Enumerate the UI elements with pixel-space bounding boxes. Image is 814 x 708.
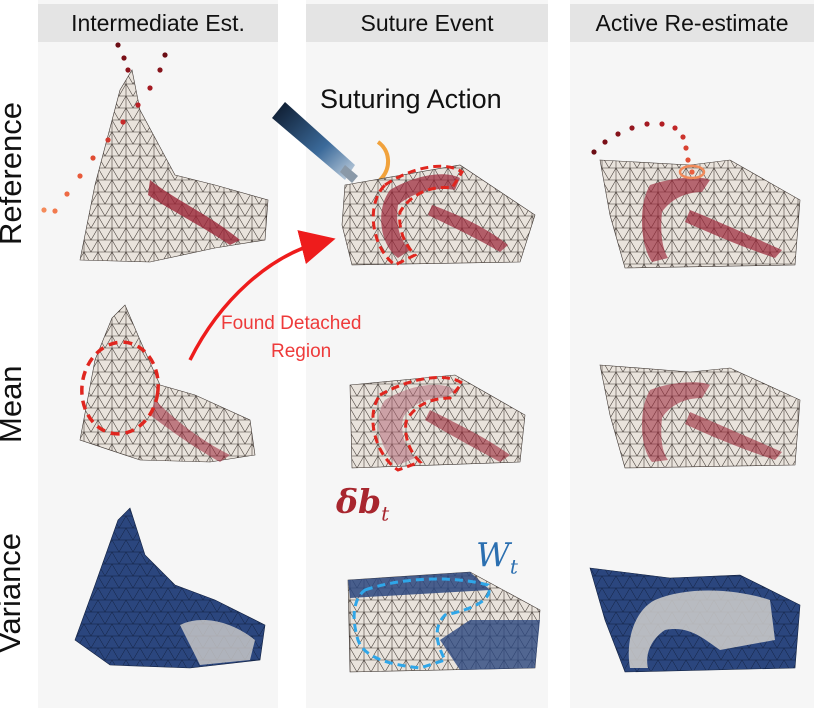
- w-text: W: [476, 535, 510, 574]
- trajectory-dots-reference: [41, 42, 168, 214]
- region-label: Region: [271, 341, 332, 362]
- column-header-intermediate: Intermediate Est.: [38, 4, 278, 42]
- delta-b-subscript: t: [381, 501, 390, 526]
- detached-region-arrow: [188, 230, 336, 361]
- mesh-reestimate-variance: [589, 567, 801, 673]
- delta-b-label: δbt: [336, 482, 389, 526]
- suturing-action-label: Suturing Action: [320, 84, 502, 114]
- w-subscript: t: [509, 554, 518, 579]
- mesh-intermediate-mean: [79, 304, 256, 463]
- mesh-suture-variance: [347, 571, 541, 673]
- delta-b-text: δb: [336, 482, 382, 521]
- mesh-intermediate-reference: [79, 69, 269, 263]
- mesh-suture-mean: [349, 374, 526, 472]
- column-header-reestimate: Active Re-estimate: [570, 4, 814, 42]
- found-detached-label: Found Detached: [221, 313, 362, 334]
- mesh-suture-reference: [341, 164, 536, 267]
- column-suture: Suture Event: [306, 0, 548, 708]
- mesh-reestimate-mean: [599, 364, 801, 469]
- mesh-intermediate-variance: [74, 507, 266, 669]
- trajectory-dots-reestimate: [591, 121, 706, 180]
- column-header-suture: Suture Event: [306, 4, 548, 42]
- mesh-reestimate-reference: [599, 159, 801, 269]
- surgical-tool-icon: [272, 102, 390, 183]
- w-t-label: Wt: [476, 535, 518, 579]
